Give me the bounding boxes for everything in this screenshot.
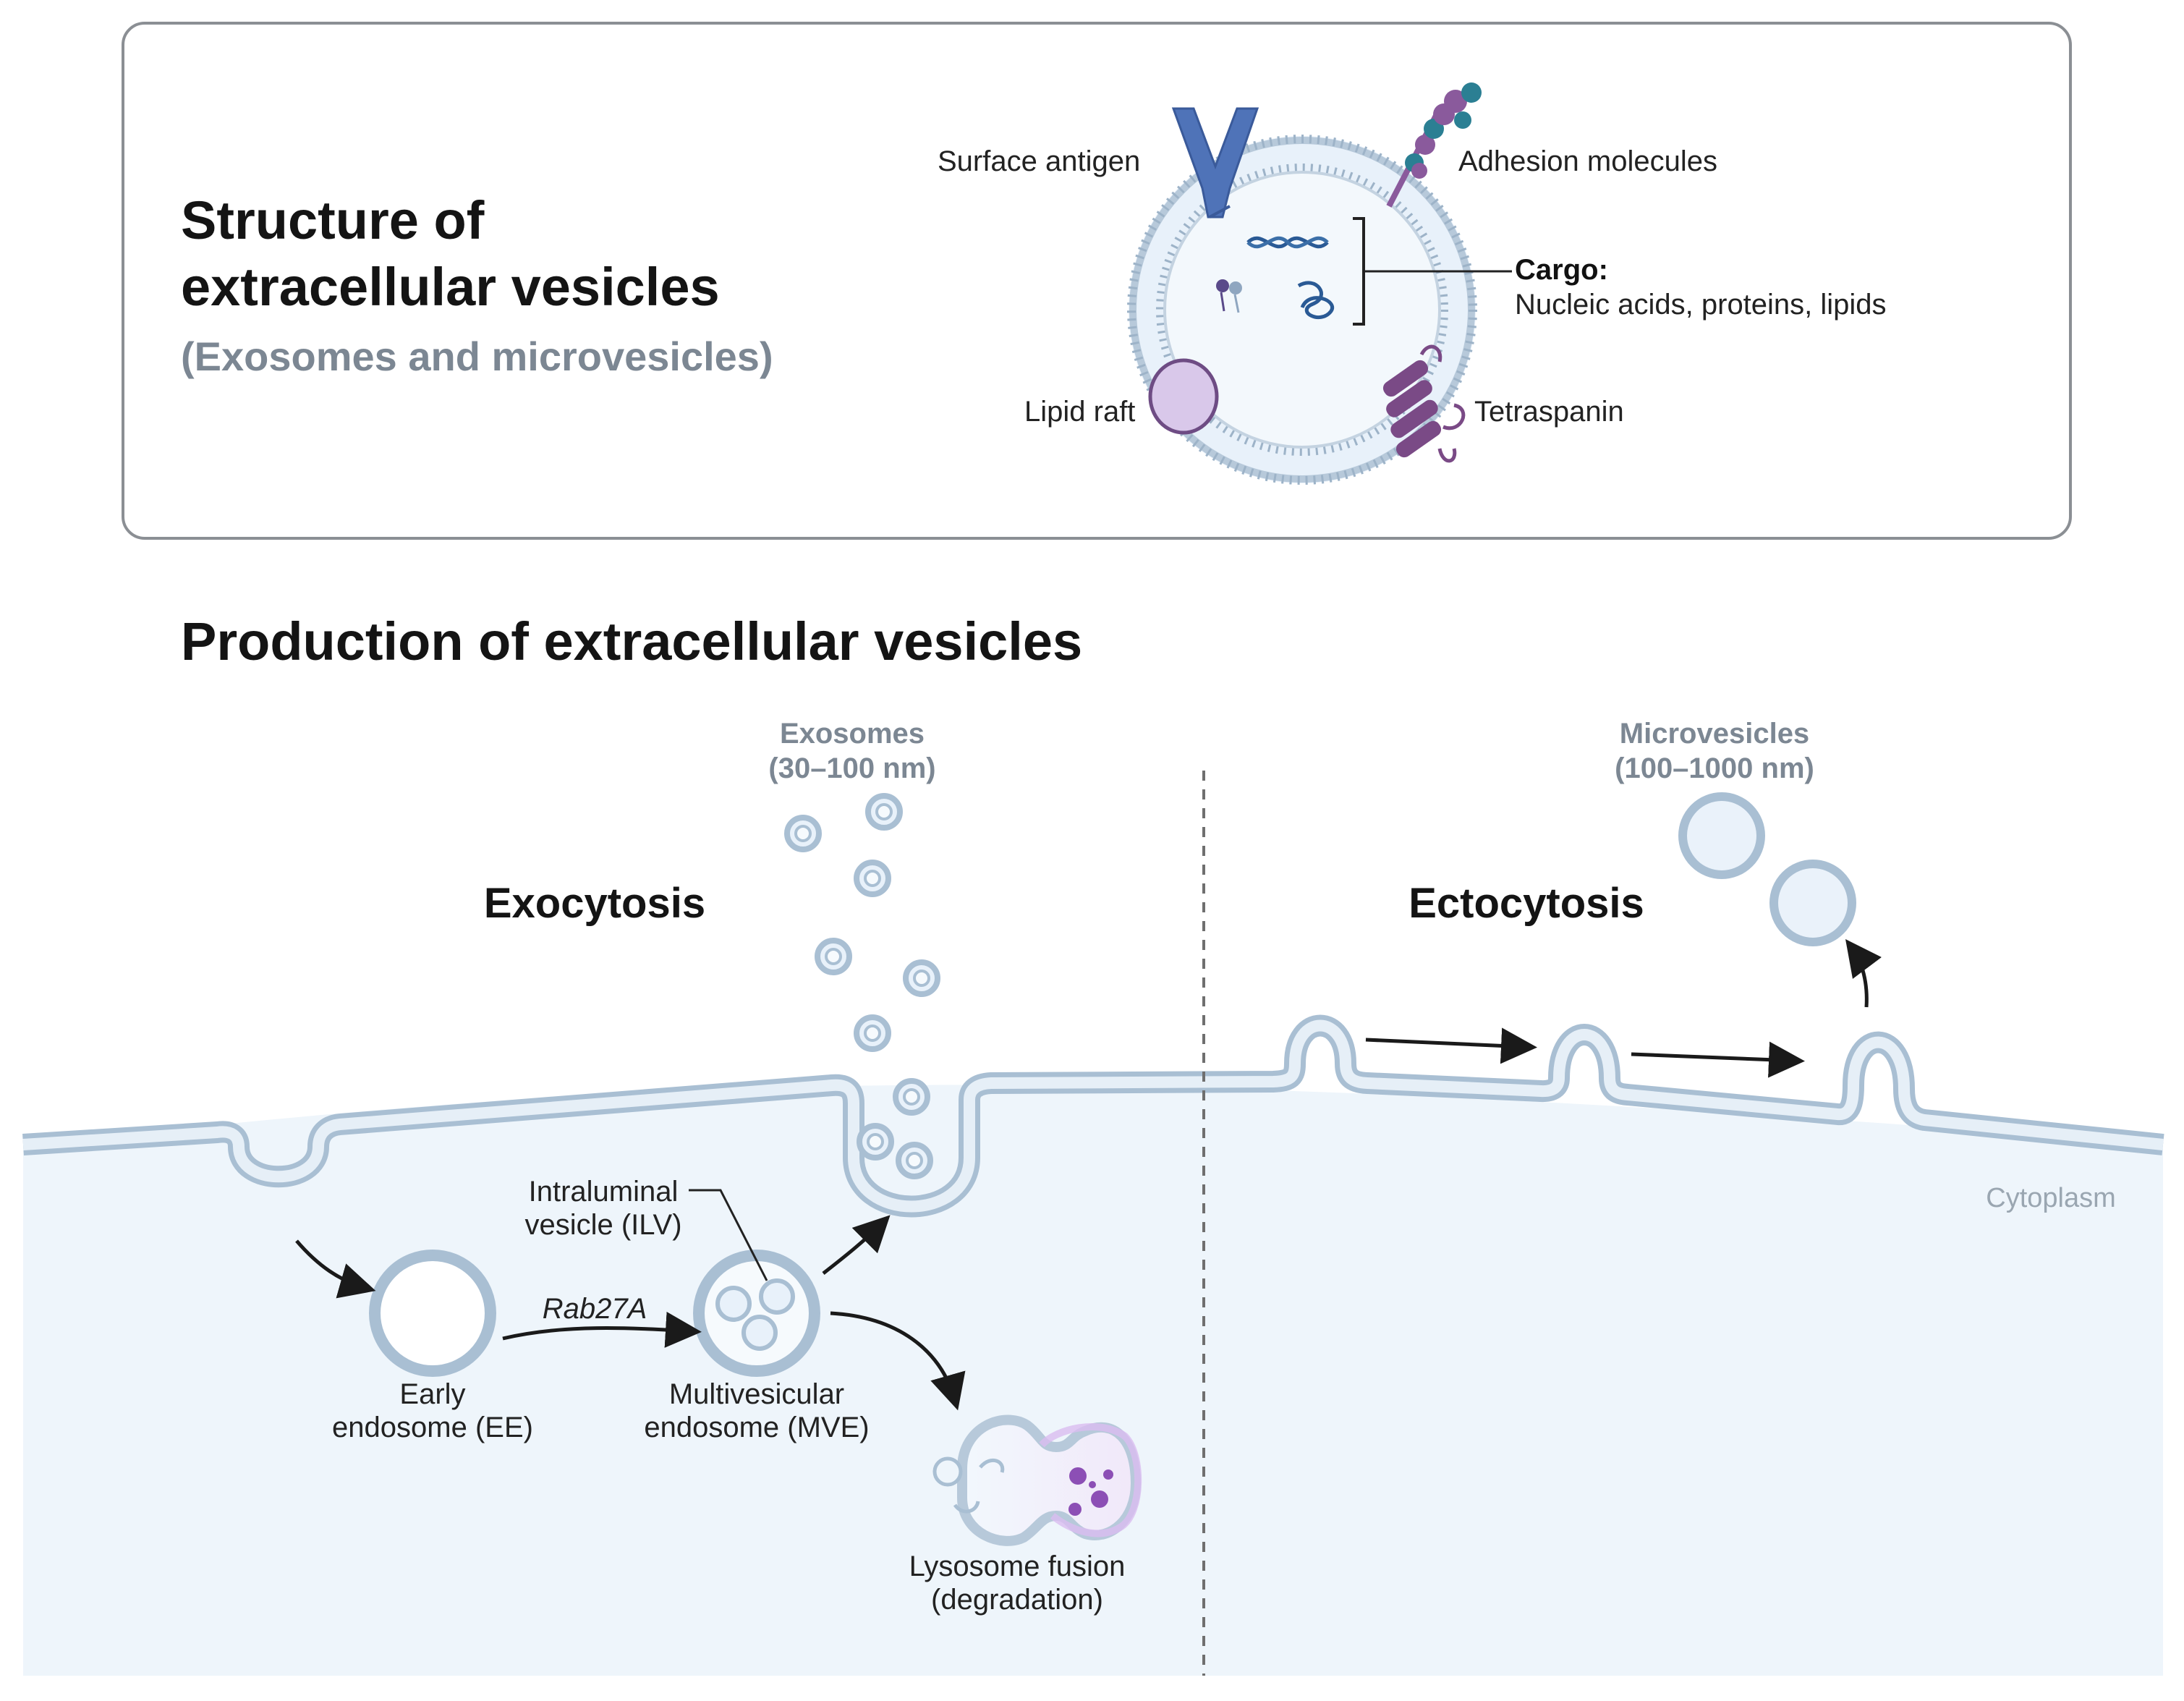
ilv [759, 1278, 795, 1315]
heading-ectocytosis: Ectocytosis [1408, 880, 1644, 927]
label-early-endosome-line2: endosome (EE) [332, 1412, 533, 1443]
arrow-release-microvesicle [1845, 938, 1882, 1008]
protein-cargo-icon [1297, 281, 1335, 320]
arrow-endocytosis [295, 1239, 376, 1299]
label-lipid-raft: Lipid raft [1024, 396, 1135, 428]
arrow-ee-to-mve [502, 1311, 702, 1348]
ilv [715, 1286, 752, 1322]
exosome [815, 938, 852, 975]
heading-exocytosis: Exocytosis [484, 880, 705, 927]
label-ilv-line1: Intraluminal [529, 1176, 679, 1208]
exosome [854, 1014, 891, 1052]
label-surface-antigen: Surface antigen [938, 145, 1140, 177]
exosome [903, 959, 940, 997]
microvesicle [1678, 792, 1765, 879]
plasma-membrane [22, 1014, 2164, 1218]
label-mve-line2: endosome (MVE) [644, 1412, 869, 1443]
label-tetraspanin: Tetraspanin [1474, 396, 1624, 428]
vesicle-lipid-heads-outer [1127, 135, 1477, 485]
exosome [857, 1123, 894, 1161]
structure-panel [122, 22, 2072, 540]
exosome-cluster [784, 793, 940, 1179]
ilv-leader-line [689, 1189, 768, 1281]
dna-cargo-icon [1246, 236, 1329, 249]
structure-subtitle: (Exosomes and microvesicles) [181, 334, 773, 379]
label-ilv-line2: vesicle (ILV) [524, 1209, 681, 1241]
structure-title-line1: Structure of [181, 190, 485, 250]
exosome [865, 793, 903, 831]
label-cargo-items: Nucleic acids, proteins, lipids [1515, 289, 1887, 321]
arrow-mve-to-exocytosis [822, 1215, 891, 1275]
lysosome-fusion [932, 1414, 1142, 1546]
vesicle-lipid-heads-inner [1156, 164, 1448, 456]
microvesicles-label: Microvesicles [1620, 718, 1809, 750]
exosome [896, 1142, 933, 1179]
multivesicular-endosome [693, 1250, 820, 1377]
vesicle-diagram [1127, 82, 1512, 485]
tetraspanin-icon [1382, 344, 1466, 463]
cytoplasm-label: Cytoplasm [1986, 1183, 2116, 1213]
arrow-mve-to-lysosome [830, 1311, 966, 1411]
label-lysosome-line2: (degradation) [931, 1584, 1103, 1616]
structure-title-line2: extracellular vesicles [181, 257, 720, 317]
label-mve-line1: Multivesicular [669, 1378, 844, 1410]
vesicle-lumen [1163, 171, 1441, 449]
exosome [893, 1078, 930, 1116]
microvesicle-cluster [1678, 792, 1856, 946]
label-cargo-heading: Cargo: [1515, 254, 1608, 286]
label-adhesion-molecules: Adhesion molecules [1458, 145, 1717, 177]
label-rab27a: Rab27A [543, 1293, 647, 1325]
label-lysosome-line1: Lysosome fusion [909, 1551, 1126, 1582]
production-title: Production of extracellular vesicles [181, 611, 1082, 671]
exosome [784, 815, 822, 852]
exosome [854, 860, 891, 897]
lipid-raft-icon [1148, 358, 1219, 435]
exosomes-label: Exosomes [780, 718, 925, 750]
microvesicles-size: (100–1000 nm) [1615, 752, 1814, 784]
surface-antigen-receptor-icon [1171, 107, 1259, 219]
cytoplasm-region [23, 1085, 2163, 1676]
microvesicle [1769, 860, 1856, 946]
arrow-ectocytosis-1 [1365, 1027, 1537, 1064]
early-endosome [369, 1250, 496, 1377]
label-early-endosome-line1: Early [399, 1378, 465, 1410]
adhesion-molecule-icon [1386, 82, 1482, 208]
process-arrows [295, 938, 1882, 1411]
arrow-ectocytosis-2 [1631, 1041, 1805, 1078]
lipid-cargo-icon [1216, 279, 1242, 313]
exosomes-size: (30–100 nm) [768, 752, 935, 784]
ilv [742, 1315, 778, 1351]
